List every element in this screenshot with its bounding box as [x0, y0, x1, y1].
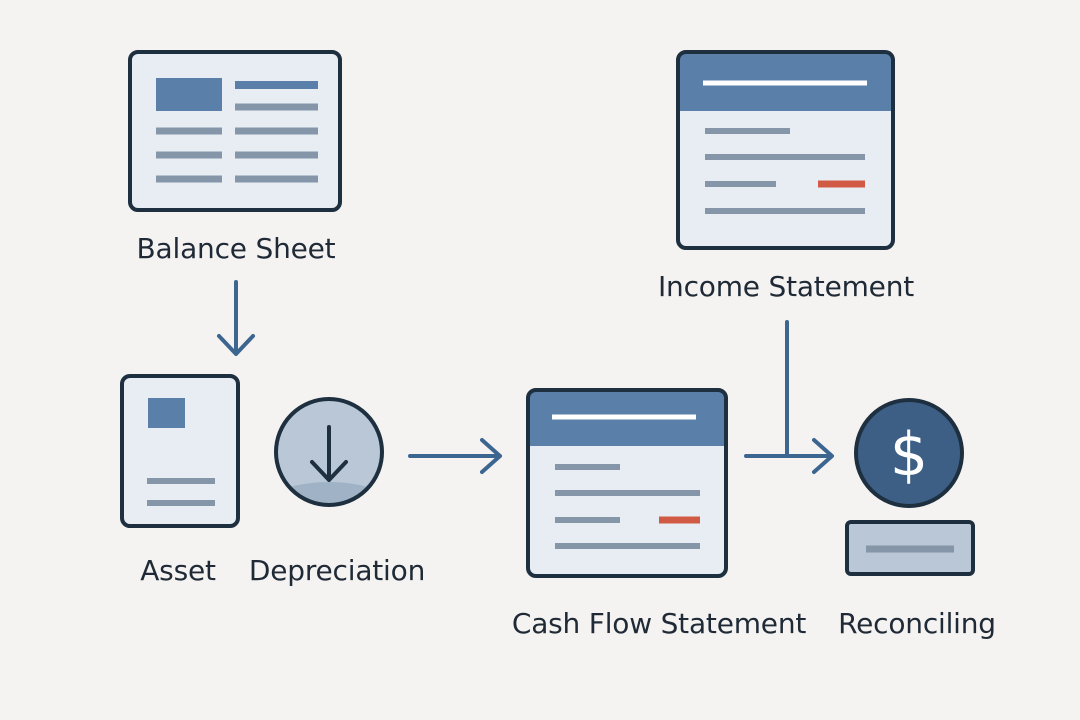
down-arrow-icon	[217, 280, 255, 356]
dollar-symbol: $	[890, 420, 928, 490]
cash-flow-statement-label: Cash Flow Statement	[511, 607, 807, 640]
depreciation-down-arrow-icon	[274, 397, 384, 507]
cash-flow-statement-icon	[526, 388, 728, 578]
income-statement-icon	[676, 50, 895, 250]
right-arrow-icon	[744, 438, 834, 474]
income-statement-label: Income Statement	[657, 270, 915, 303]
balance-sheet-icon	[128, 50, 342, 212]
reconciling-bar-icon	[845, 520, 975, 576]
dollar-coin-icon: $	[854, 398, 964, 508]
reconciling-label: Reconciling	[838, 607, 996, 640]
balance-sheet-label: Balance Sheet	[136, 232, 336, 265]
depreciation-label: Depreciation	[248, 554, 426, 587]
right-arrow-icon	[408, 438, 502, 474]
asset-card-icon	[120, 374, 240, 528]
asset-label: Asset	[140, 554, 216, 587]
